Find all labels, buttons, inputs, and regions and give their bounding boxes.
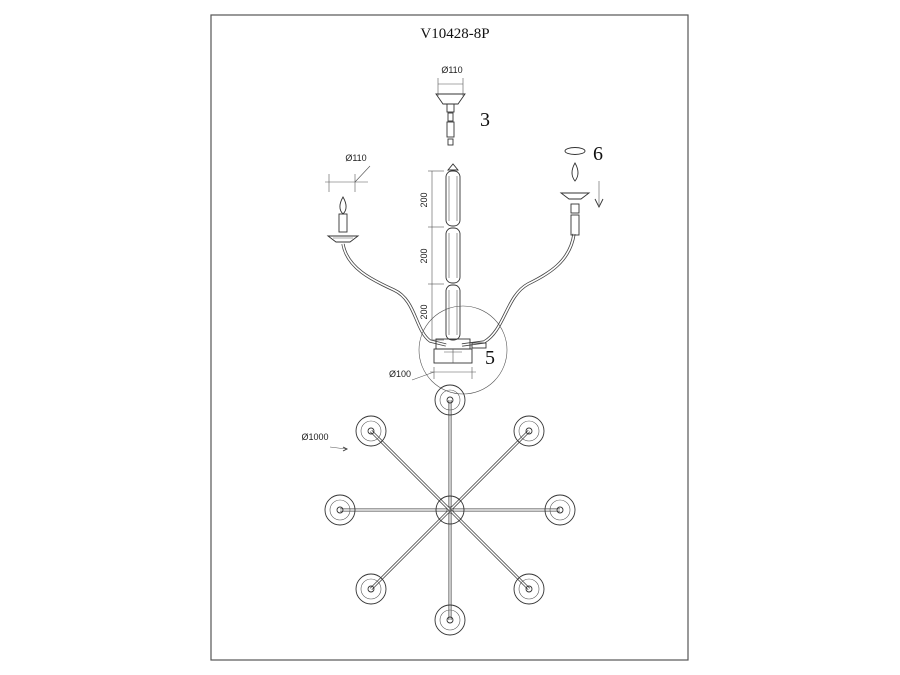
central-rod bbox=[445, 163, 461, 341]
plan-cup-ne bbox=[513, 415, 545, 447]
left-cup-dimension bbox=[325, 165, 371, 192]
plan-cups bbox=[324, 384, 576, 636]
right-bulb-detail bbox=[559, 147, 604, 236]
left-candle bbox=[326, 196, 360, 243]
side-arms bbox=[341, 233, 576, 347]
callout-5: 5 bbox=[485, 347, 495, 369]
detail-circle-5 bbox=[418, 305, 508, 395]
plan-spokes bbox=[340, 400, 560, 620]
plan-cup-se bbox=[513, 573, 545, 605]
rod-segment-1-label: 200 bbox=[419, 192, 429, 207]
plan-cup-n bbox=[434, 384, 466, 416]
hub-diameter-label: Ø100 bbox=[389, 369, 411, 379]
ceiling-canopy bbox=[435, 78, 466, 146]
drawing-frame bbox=[210, 14, 689, 661]
candle-cup-diameter-label: Ø110 bbox=[345, 153, 366, 163]
rod-segment-3-label: 200 bbox=[419, 304, 429, 319]
rod-segment-2-label: 200 bbox=[419, 248, 429, 263]
model-title: V10428-8P bbox=[420, 26, 489, 42]
canopy-diameter-label: Ø110 bbox=[441, 65, 462, 75]
plan-cup-s bbox=[434, 604, 466, 636]
rod-dimension-lines bbox=[428, 170, 444, 341]
overall-diameter-label: Ø1000 bbox=[301, 432, 328, 442]
plan-cup-e bbox=[544, 494, 576, 526]
plan-cup-sw bbox=[355, 573, 387, 605]
callout-6: 6 bbox=[593, 143, 603, 165]
center-hub bbox=[411, 338, 487, 381]
callout-3: 3 bbox=[480, 109, 490, 131]
side-elevation: Ø110 3 200 200 200 bbox=[325, 65, 604, 395]
plan-cup-w bbox=[324, 494, 356, 526]
plan-view: Ø1000 bbox=[301, 384, 576, 636]
plan-cup-nw bbox=[355, 415, 387, 447]
plan-hub bbox=[435, 495, 465, 525]
